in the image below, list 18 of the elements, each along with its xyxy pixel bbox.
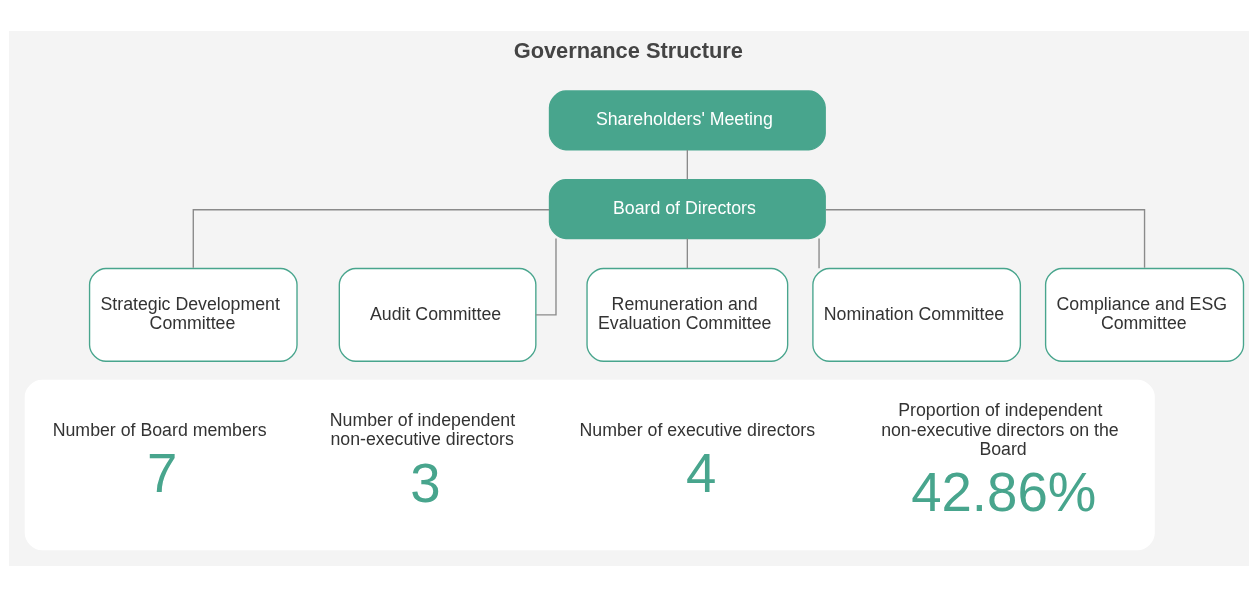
- connector: [535, 237, 557, 316]
- node-box: Nomination Committee: [812, 267, 1022, 362]
- node-text: Number of independent non-executive directors 3: [329, 409, 516, 514]
- connector: [818, 237, 820, 269]
- node-text: Number of Board members 7: [52, 419, 267, 504]
- node-text: Number of executive directors 4: [579, 419, 816, 504]
- connector: [825, 208, 1146, 269]
- node-box: Strategic Development Committee: [88, 267, 298, 362]
- diagram-title: Governance Structure: [513, 37, 743, 63]
- connector: [686, 148, 689, 180]
- connector: [192, 208, 550, 269]
- node-box: Audit Committee: [338, 267, 537, 362]
- node-box: Shareholders' Meeting: [548, 89, 826, 150]
- node-box: Board of Directors: [548, 178, 826, 239]
- node-box: Compliance and ESG Committee: [1044, 267, 1245, 362]
- node-text: Proportion of independent non-executive directors on the Board 42.86%: [881, 399, 1119, 523]
- connector: [686, 237, 689, 269]
- node-box: Remuneration and Evaluation Committee: [586, 267, 789, 362]
